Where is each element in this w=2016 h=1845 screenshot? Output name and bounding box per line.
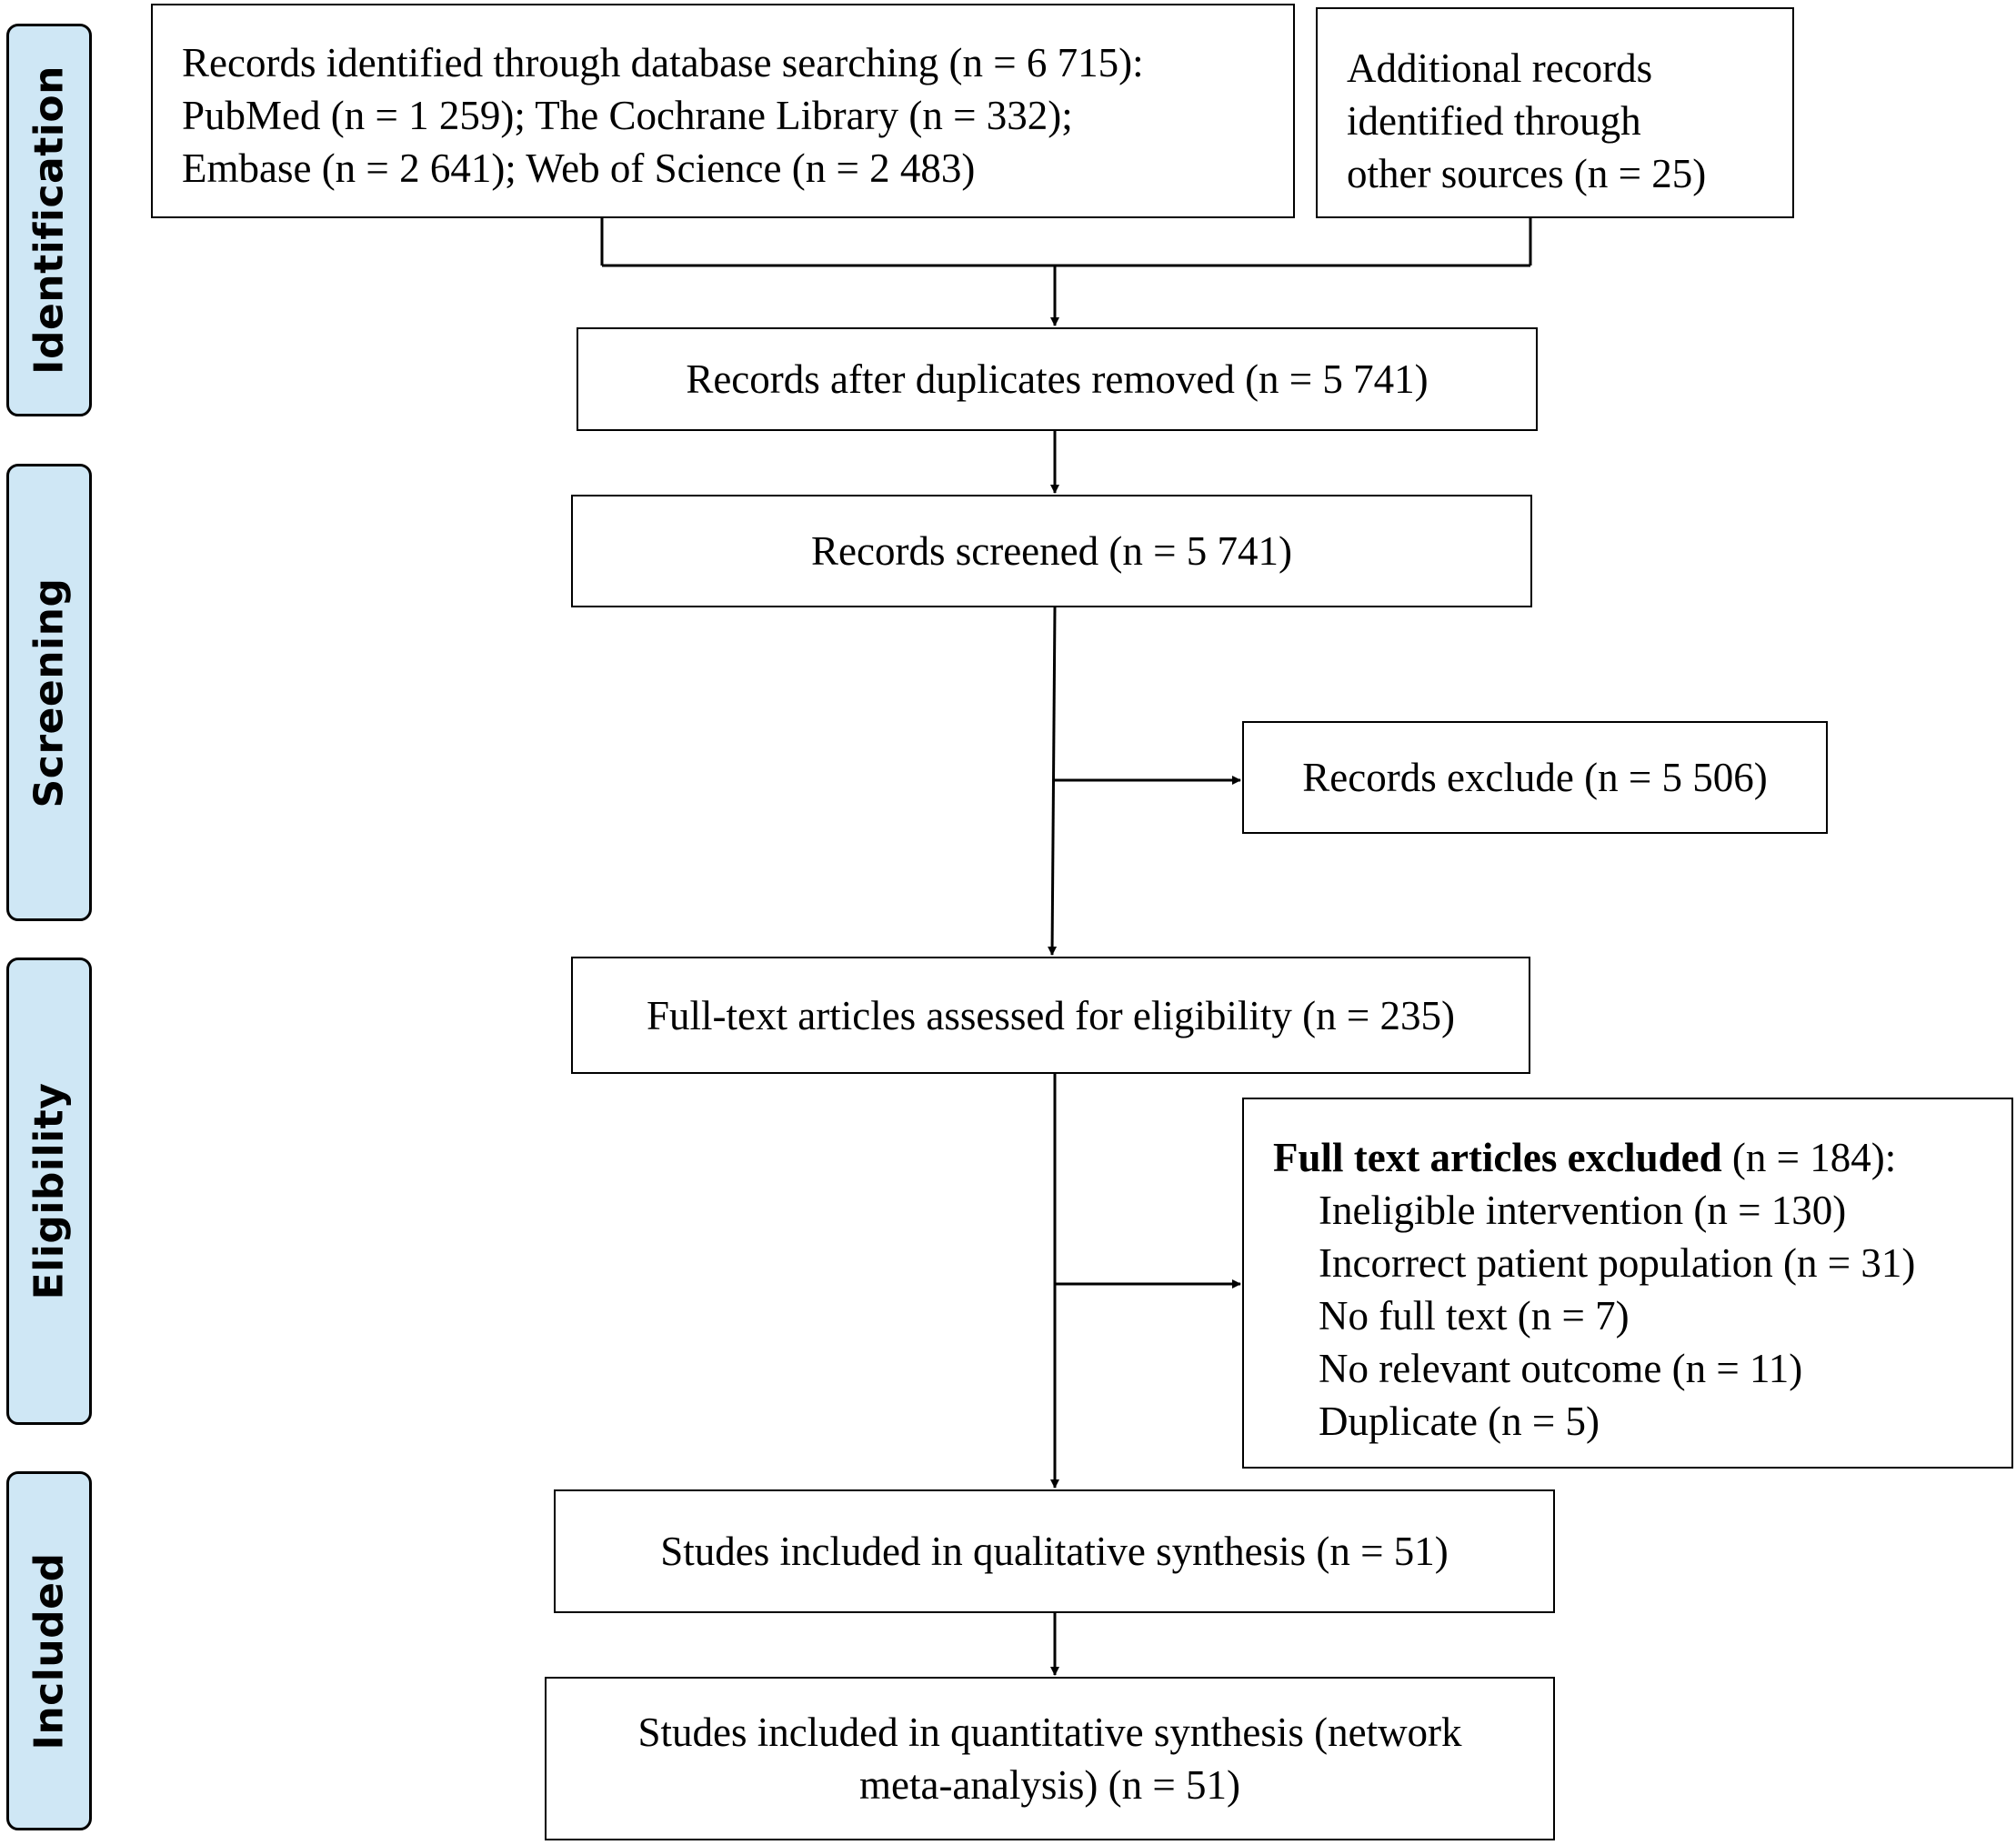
qualitative-synthesis-text: Studes included in qualitative synthesis… <box>660 1529 1449 1574</box>
box-records-excluded: Records exclude (n = 5 506) <box>1242 721 1828 834</box>
stage-included: Included <box>6 1471 92 1830</box>
stage-label-identification: Identification <box>25 65 73 375</box>
full-text-excluded-heading-count: (n = 184): <box>1721 1135 1897 1180</box>
full-text-excluded-heading-bold: Full text articles excluded <box>1273 1135 1722 1180</box>
quantitative-synthesis-line-1: Studes included in quantitative synthesi… <box>637 1710 1462 1755</box>
box-quantitative-synthesis: Studes included in quantitative synthesi… <box>545 1677 1555 1840</box>
box-full-text-excluded: Full text articles excluded (n = 184): I… <box>1242 1098 2013 1469</box>
stage-label-screening: Screening <box>25 577 73 807</box>
quantitative-synthesis-line-2: meta-analysis) (n = 51) <box>859 1762 1240 1808</box>
database-records-line-1: Records identified through database sear… <box>182 40 1144 85</box>
box-database-records: Records identified through database sear… <box>151 4 1295 218</box>
exclusion-reason: Duplicate (n = 5) <box>1319 1399 1600 1444</box>
additional-records-line-3: other sources (n = 25) <box>1347 151 1707 196</box>
database-records-line-2: PubMed (n = 1 259); The Cochrane Library… <box>182 93 1073 138</box>
exclusion-reason: Ineligible intervention (n = 130) <box>1319 1188 1847 1233</box>
records-screened-text: Records screened (n = 5 741) <box>811 528 1292 574</box>
stage-label-included: Included <box>25 1551 73 1750</box>
additional-records-line-2: identified through <box>1347 98 1641 144</box>
exclusion-reason: Incorrect patient population (n = 31) <box>1319 1240 1916 1286</box>
box-qualitative-synthesis: Studes included in qualitative synthesis… <box>554 1489 1555 1613</box>
full-text-assessed-text: Full-text articles assessed for eligibil… <box>647 992 1455 1038</box>
stage-identification: Identification <box>6 24 92 416</box>
stage-eligibility: Eligibility <box>6 958 92 1425</box>
box-full-text-assessed: Full-text articles assessed for eligibil… <box>571 957 1530 1074</box>
database-records-line-3: Embase (n = 2 641); Web of Science (n = … <box>182 145 976 191</box>
arrow-to-full-text <box>1048 607 1058 956</box>
additional-records-line-1: Additional records <box>1347 45 1653 91</box>
box-records-screened: Records screened (n = 5 741) <box>571 495 1532 607</box>
exclusion-reason: No full text (n = 7) <box>1319 1293 1630 1339</box>
stage-label-eligibility: Eligibility <box>25 1082 73 1300</box>
box-additional-records: Additional records identified through ot… <box>1316 7 1794 218</box>
exclusion-reason: No relevant outcome (n = 11) <box>1319 1346 1803 1391</box>
box-after-duplicates: Records after duplicates removed (n = 5 … <box>577 327 1538 431</box>
after-duplicates-text: Records after duplicates removed (n = 5 … <box>686 356 1429 402</box>
stage-screening: Screening <box>6 464 92 921</box>
records-excluded-text: Records exclude (n = 5 506) <box>1302 755 1768 800</box>
full-text-excluded-heading: Full text articles excluded (n = 184): <box>1273 1131 2011 1184</box>
